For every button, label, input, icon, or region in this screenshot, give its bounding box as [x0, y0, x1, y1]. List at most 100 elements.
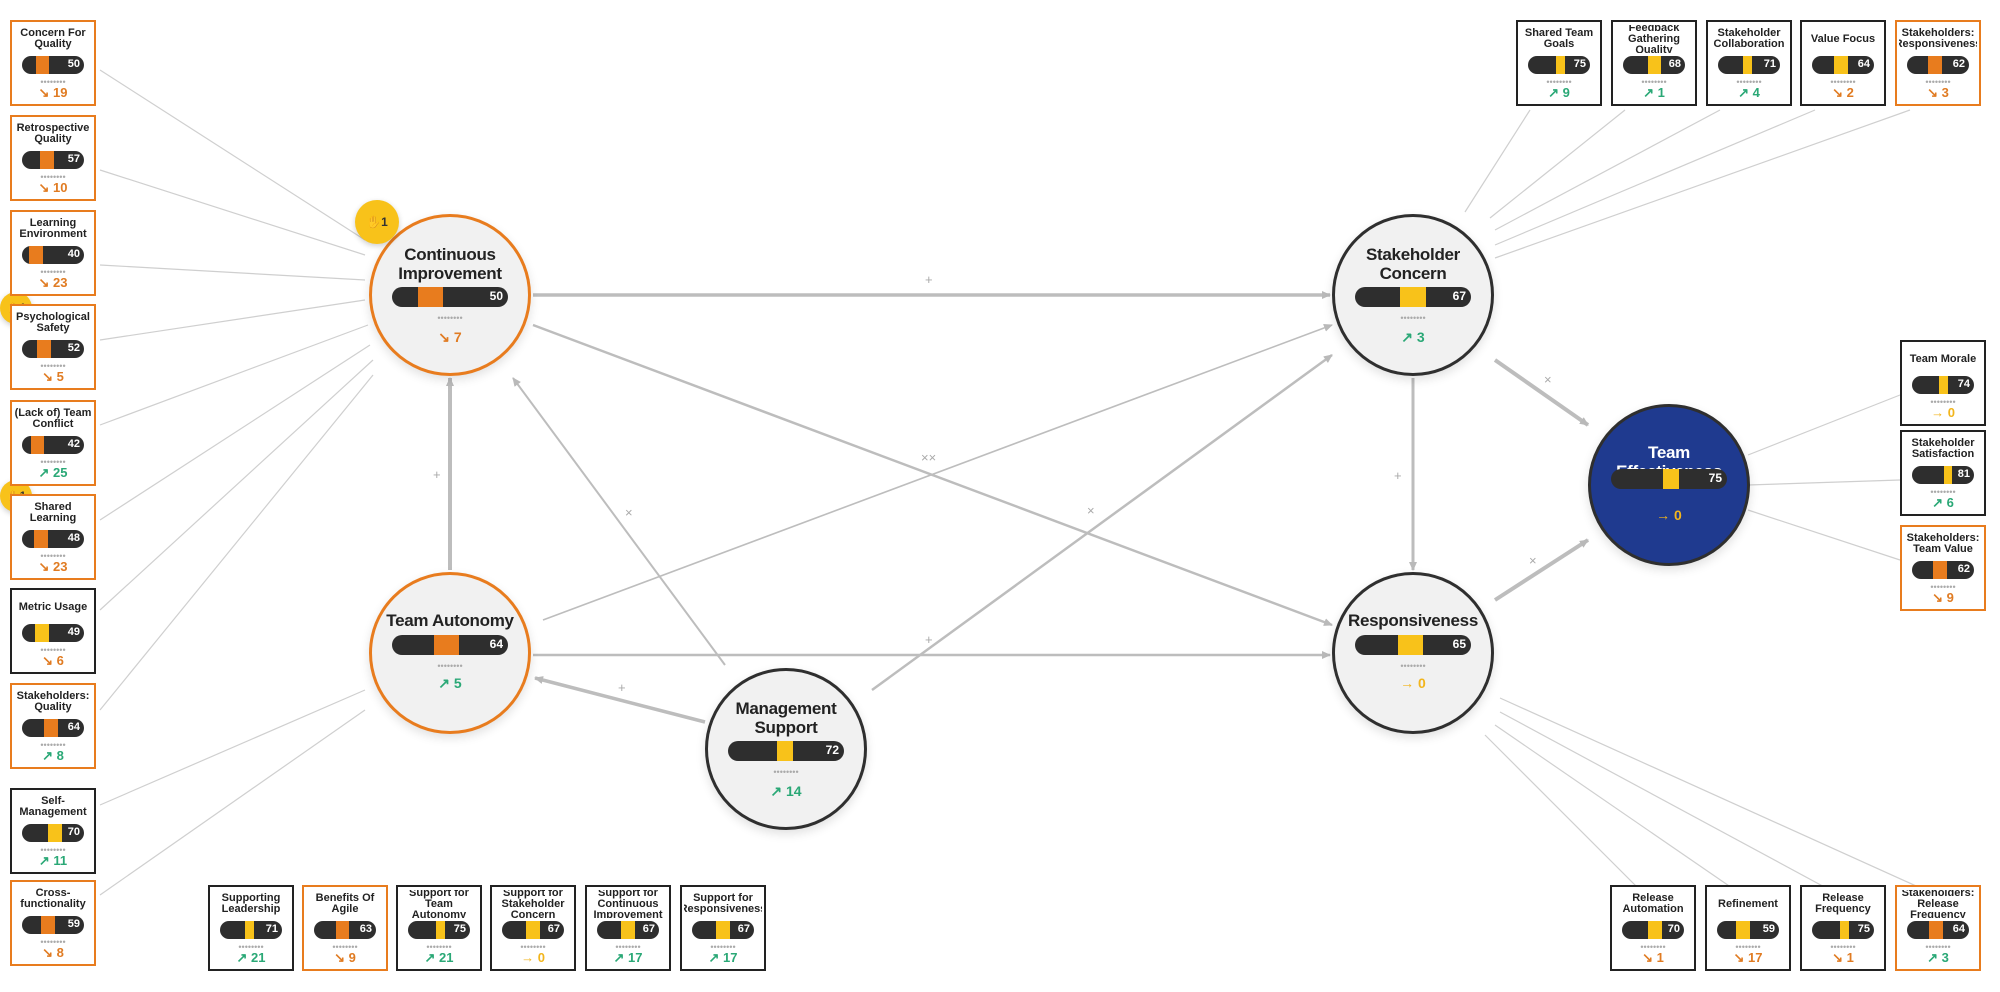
score-value: 64: [1952, 923, 1965, 935]
card-title: Stakeholders: Quality: [16, 690, 90, 713]
score-value: 52: [67, 342, 80, 354]
pager-dots: ••••••••: [1736, 77, 1762, 87]
node-team-autonomy[interactable]: Team Autonomy 64 •••••••• ↗ 5: [369, 572, 531, 734]
trend-indicator: ↘ 6: [42, 653, 64, 668]
node-stakeholder-concern[interactable]: Stakeholder Concern 67 •••••••• ↗ 3: [1332, 214, 1494, 376]
score-gauge: 42: [22, 436, 84, 454]
score-gauge: 40: [22, 246, 84, 264]
score-gauge: 57: [22, 151, 84, 169]
gauge-fill: [1933, 561, 1947, 579]
pager-dots: ••••••••: [40, 267, 66, 277]
node-title: Continuous Improvement: [398, 245, 502, 283]
trend-indicator: ↘ 19: [38, 85, 68, 100]
trend-indicator: → 0: [1400, 675, 1426, 691]
pager-dots: ••••••••: [40, 361, 66, 371]
card-learning-environment[interactable]: Learning Environment 40 ••••••••↘ 23: [10, 210, 96, 296]
gauge-fill: [1400, 287, 1426, 307]
score-gauge: 67: [502, 921, 564, 939]
pager-dots: ••••••••: [437, 661, 463, 671]
score-gauge: 70: [1622, 921, 1684, 939]
trend-indicator: ↗ 3: [1927, 950, 1949, 965]
pager-dots: ••••••••: [238, 942, 264, 952]
card-title: Cross-functionality: [20, 887, 86, 910]
gauge-fill: [36, 340, 51, 358]
pager-dots: ••••••••: [1641, 77, 1667, 87]
score-gauge: 75: [1528, 56, 1590, 74]
score-gauge: 72: [728, 741, 844, 761]
node-management-support[interactable]: Management Support 72 •••••••• ↗ 14: [705, 668, 867, 830]
gauge-fill: [435, 921, 445, 939]
gauge-fill: [41, 916, 55, 934]
score-value: 75: [1708, 471, 1722, 485]
edge-sign-ta-resp: +: [925, 632, 933, 647]
gauge-fill: [1663, 469, 1680, 489]
score-value: 63: [359, 923, 372, 935]
edge-sign-ms-sc: ×: [1087, 503, 1095, 518]
card-title: Value Focus: [1810, 32, 1876, 45]
score-value: 48: [67, 532, 80, 544]
card-title: Shared Team Goals: [1524, 27, 1594, 50]
score-value: 57: [67, 153, 80, 165]
score-gauge: 48: [22, 530, 84, 548]
node-responsiveness[interactable]: Responsiveness 65 •••••••• → 0: [1332, 572, 1494, 734]
score-gauge: 67: [692, 921, 754, 939]
trend-indicator: ↘ 23: [38, 275, 68, 290]
card-title: Supporting Leadership: [221, 892, 281, 915]
trend-indicator: ↗ 6: [1932, 495, 1954, 510]
card-stakeholders-responsiveness[interactable]: Stakeholders: Responsiveness62••••••••↘ …: [1895, 20, 1981, 106]
card-title: Benefits Of Agile: [315, 892, 375, 915]
score-gauge: 50: [22, 56, 84, 74]
gauge-fill: [35, 624, 49, 642]
pager-dots: ••••••••: [1930, 487, 1956, 497]
pager-dots: ••••••••: [426, 942, 452, 952]
score-value: 50: [67, 58, 80, 70]
pointer-hand-icon[interactable]: ✋1: [355, 200, 399, 244]
gauge-fill: [29, 246, 44, 264]
pager-dots: ••••••••: [520, 942, 546, 952]
score-gauge: 74: [1912, 376, 1974, 394]
card-support-for-responsiveness[interactable]: Support for Responsiveness67••••••••↗ 17: [680, 885, 766, 971]
trend-indicator: ↗ 5: [438, 675, 462, 691]
gauge-fill: [1839, 921, 1849, 939]
score-value: 49: [67, 626, 80, 638]
card-title: Shared Learning: [29, 501, 77, 524]
gauge-fill: [335, 921, 350, 939]
trend-indicator: ↗ 25: [38, 465, 68, 480]
card-title: Learning Environment: [19, 217, 87, 240]
node-continuous-improvement[interactable]: Continuous Improvement 50 •••••••• ↘ 7: [369, 214, 531, 376]
score-value: 59: [67, 918, 80, 930]
gauge-fill: [35, 56, 50, 74]
pager-dots: ••••••••: [1400, 313, 1426, 323]
score-gauge: 49: [22, 624, 84, 642]
trend-indicator: ↗ 21: [236, 950, 266, 965]
node-team-effectiveness[interactable]: Team Effectiveness 75 → 0: [1588, 404, 1750, 566]
pager-dots: ••••••••: [1735, 942, 1761, 952]
score-value: 64: [1857, 58, 1870, 70]
